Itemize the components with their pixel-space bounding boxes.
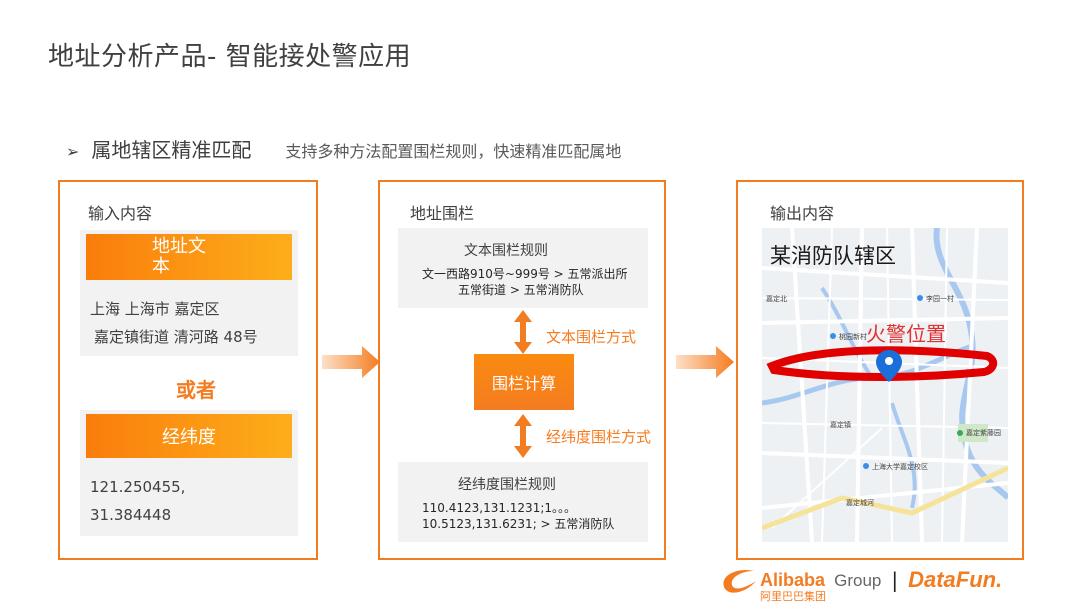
logo-separator: |	[891, 568, 899, 592]
coord-rule-box	[398, 462, 648, 542]
fence-calc-label: 围栏计算	[491, 374, 556, 393]
alibaba-word: Alibaba	[760, 569, 826, 590]
coord-bar-label: 经纬度	[162, 427, 216, 448]
coord-line-2: 31.384448	[90, 506, 172, 524]
coord-rule-title: 经纬度围栏规则	[458, 477, 556, 493]
footer-logos: Alibaba Group 阿里巴巴集团 | DataFun.	[720, 560, 1060, 603]
map-label-jiading-north: 嘉定北	[766, 295, 787, 303]
alibaba-cn-word: 阿里巴巴集团	[760, 589, 826, 603]
flow-arrow-icon	[322, 346, 380, 378]
address-line-1: 上海 上海市 嘉定区	[90, 300, 220, 318]
coord-method-label: 经纬度围栏方式	[546, 428, 652, 446]
coord-rule-line-1: 110.4123,131.1231;1。。。	[422, 501, 577, 515]
text-method-label: 文本围栏方式	[546, 328, 637, 346]
datafun-logo: DataFun.	[908, 567, 1003, 592]
text-rule-line-1: 文一西路910号~999号 > 五常派出所	[422, 267, 628, 281]
double-arrow-icon	[514, 310, 532, 354]
output-panel: 输出内容	[736, 180, 1024, 560]
output-panel-label: 输出内容	[770, 204, 835, 223]
group-word: Group	[834, 570, 882, 590]
flow-arrow-icon	[676, 346, 734, 378]
district-map: 某消防队辖区 火警位置 嘉定北 李园一村 桃园新村 嘉定镇 嘉定紫藤园 上海大学…	[762, 228, 1008, 542]
fire-location-label: 火警位置	[866, 322, 946, 346]
input-panel-label: 输入内容	[88, 204, 153, 223]
map-label-jiading-road: 嘉定城河	[846, 499, 874, 507]
map-roads	[762, 228, 1008, 542]
subtitle-description: 支持多种方法配置围栏规则，快速精准匹配属地	[285, 142, 622, 161]
map-label-jiading-town: 嘉定镇	[830, 421, 851, 429]
address-line-2: 嘉定镇街道 清河路 48号	[94, 328, 258, 346]
subtitle-main: 属地辖区精准匹配	[91, 138, 252, 162]
coord-rule-line-2: 10.5123,131.6231; > 五常消防队	[422, 517, 615, 531]
address-text-bar-label: 地址文本	[152, 236, 206, 277]
text-rule-line-2: 五常街道 > 五常消防队	[458, 283, 584, 297]
subtitle-row: ➢ 属地辖区精准匹配 支持多种方法配置围栏规则，快速精准匹配属地	[66, 134, 621, 163]
fence-calc-box: 围栏计算	[474, 354, 574, 410]
input-panel: 输入内容 地址文本 上海 上海市 嘉定区 嘉定镇街道 清河路 48号 或者 经纬…	[58, 180, 318, 560]
map-title: 某消防队辖区	[770, 244, 896, 268]
map-label-taoyuan: 桃园新村	[839, 333, 867, 341]
bullet-arrow-icon: ➢	[66, 142, 80, 161]
alibaba-logo: Alibaba Group 阿里巴巴集团	[760, 569, 882, 603]
double-arrow-icon	[514, 414, 532, 458]
map-label-campus: 上海大学嘉定校区	[872, 463, 928, 471]
address-text-bar: 地址文本	[86, 234, 292, 280]
text-rule-title: 文本围栏规则	[464, 243, 548, 259]
map-label-ziwei: 嘉定紫藤园	[966, 429, 1001, 437]
or-label: 或者	[176, 378, 216, 402]
slide-title: 地址分析产品- 智能接处警应用	[48, 42, 412, 72]
text-rule-box	[398, 228, 648, 308]
fence-panel-label: 地址围栏	[410, 204, 475, 223]
alibaba-swoosh-icon	[723, 569, 756, 593]
coord-bar: 经纬度	[86, 414, 292, 458]
coord-line-1: 121.250455,	[90, 478, 186, 496]
fence-panel: 地址围栏 文本围栏规则 文一西路910号~999号 > 五常派出所 五常街道 >…	[378, 180, 666, 560]
map-label-liyuan: 李园一村	[926, 295, 954, 303]
